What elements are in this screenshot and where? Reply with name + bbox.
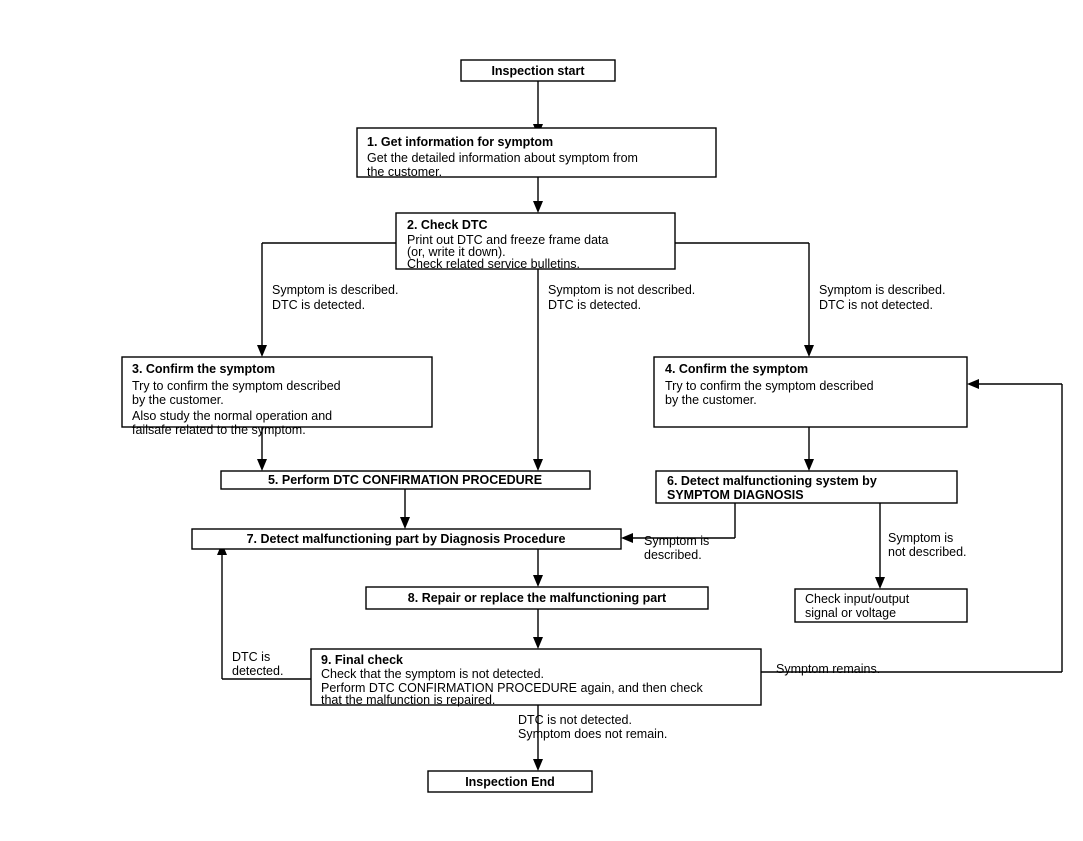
edge-label-symptom-described-line2: described. <box>644 548 702 562</box>
node-inspection-start-label: Inspection start <box>491 64 585 78</box>
node-step3-line-4: failsafe related to the symptom. <box>132 423 306 437</box>
arrowhead-step4-to-step6 <box>804 459 814 471</box>
node-step8-box <box>365 586 709 610</box>
arrowhead-step2-to-step4 <box>804 345 814 357</box>
node-step3-line-2: by the customer. <box>132 393 224 407</box>
node-step9-line-2: Perform DTC CONFIRMATION PROCEDURE again… <box>321 681 704 695</box>
node-step3-line-3: Also study the normal operation and <box>132 409 332 423</box>
edge-label-dtc-not-detected: DTC is not detected. Symptom does not re… <box>518 713 667 741</box>
edge-label-symptom-remains: Symptom remains. <box>776 662 880 676</box>
node-step2-line-3: Check related service bulletins. <box>407 257 580 271</box>
node-step5[interactable]: 5. Perform DTC CONFIRMATION PROCEDURE <box>220 470 591 490</box>
node-step7-box <box>191 528 622 550</box>
node-step9-box <box>310 648 762 706</box>
node-step9[interactable]: 9. Final check Check that the symptom is… <box>310 648 762 707</box>
node-step3-box <box>121 356 433 428</box>
arrowhead-step1-to-step2 <box>533 201 543 213</box>
node-step2-box <box>395 212 676 270</box>
node-inspection-end-box <box>427 770 593 793</box>
arrowhead-step6-to-step7 <box>621 533 633 543</box>
edge-label-dtc-detected: DTC is detected. <box>232 650 283 678</box>
arrowhead-step7-to-step8 <box>533 575 543 587</box>
node-step2-line-2: (or, write it down). <box>407 245 506 259</box>
node-step2[interactable]: 2. Check DTC Print out DTC and freeze fr… <box>395 212 676 271</box>
edge-label-branch-right-line2: DTC is not detected. <box>819 298 933 312</box>
edge-label-branch-left-line1: Symptom is described. <box>272 283 398 297</box>
node-check-input-output-line-2: signal or voltage <box>805 606 896 620</box>
node-step9-line-3: that the malfunction is repaired. <box>321 693 495 707</box>
node-inspection-start-box <box>460 59 616 82</box>
node-step4-box <box>653 356 968 428</box>
edge-label-dtc-not-detected-line1: DTC is not detected. <box>518 713 632 727</box>
node-check-input-output-line-1: Check input/output <box>805 592 910 606</box>
edge-label-branch-middle-line2: DTC is detected. <box>548 298 641 312</box>
node-step1[interactable]: 1. Get information for symptom Get the d… <box>356 127 717 179</box>
edge-label-symptom-remains-line1: Symptom remains. <box>776 662 880 676</box>
node-step4-line-1: Try to confirm the symptom described <box>665 379 874 393</box>
node-step2-line-1: Print out DTC and freeze frame data <box>407 233 609 247</box>
arrowhead-step9-to-step4 <box>967 379 979 389</box>
edge-label-dtc-detected-line2: detected. <box>232 664 283 678</box>
node-step9-title: 9. Final check <box>321 653 403 667</box>
node-step1-box <box>356 127 717 178</box>
node-step7-title: 7. Detect malfunctioning part by Diagnos… <box>247 532 566 546</box>
node-step5-box <box>220 470 591 490</box>
node-step2-title: 2. Check DTC <box>407 218 488 232</box>
node-inspection-end-label: Inspection End <box>465 775 555 789</box>
node-inspection-start[interactable]: Inspection start <box>460 59 616 82</box>
node-step6-title-line1: 6. Detect malfunctioning system by <box>667 474 877 488</box>
node-step1-line-1: Get the detailed information about sympt… <box>367 151 638 165</box>
node-step8-title: 8. Repair or replace the malfunctioning … <box>408 591 667 605</box>
edge-label-branch-left-line2: DTC is detected. <box>272 298 365 312</box>
node-step7[interactable]: 7. Detect malfunctioning part by Diagnos… <box>191 528 622 550</box>
node-step3-line-1: Try to confirm the symptom described <box>132 379 341 393</box>
arrowhead-step9-to-end <box>533 759 543 771</box>
node-step6-box <box>655 470 958 504</box>
edge-label-symptom-not-described: Symptom is not described. <box>888 531 967 559</box>
edge-label-branch-middle-line1: Symptom is not described. <box>548 283 695 297</box>
edge-label-branch-left: Symptom is described. DTC is detected. <box>272 283 398 312</box>
edge-label-dtc-not-detected-line2: Symptom does not remain. <box>518 727 667 741</box>
node-check-input-output-box <box>794 588 968 623</box>
node-step4[interactable]: 4. Confirm the symptom Try to confirm th… <box>653 356 968 428</box>
arrowhead-step6-to-checkio <box>875 577 885 589</box>
edge-label-branch-right: Symptom is described. DTC is not detecte… <box>819 283 945 312</box>
node-step6[interactable]: 6. Detect malfunctioning system by SYMPT… <box>655 470 958 504</box>
arrowhead-step2-to-step3 <box>257 345 267 357</box>
node-step4-title: 4. Confirm the symptom <box>665 362 808 376</box>
node-check-input-output[interactable]: Check input/output signal or voltage <box>794 588 968 623</box>
node-step4-line-2: by the customer. <box>665 393 757 407</box>
arrowhead-step8-to-step9 <box>533 637 543 649</box>
node-step9-line-1: Check that the symptom is not detected. <box>321 667 544 681</box>
node-step3[interactable]: 3. Confirm the symptom Try to confirm th… <box>121 356 433 437</box>
connectors <box>217 80 1063 771</box>
arrowhead-step5-to-step7 <box>400 517 410 529</box>
node-step5-title: 5. Perform DTC CONFIRMATION PROCEDURE <box>268 473 542 487</box>
edge-label-branch-right-line1: Symptom is described. <box>819 283 945 297</box>
node-inspection-end[interactable]: Inspection End <box>427 770 593 793</box>
edge-label-symptom-not-described-line2: not described. <box>888 545 967 559</box>
arrowhead-step3-to-step5 <box>257 459 267 471</box>
edge-label-branch-middle: Symptom is not described. DTC is detecte… <box>548 283 695 312</box>
edge-label-symptom-described: Symptom is described. <box>644 534 709 562</box>
node-step6-title-line2: SYMPTOM DIAGNOSIS <box>667 488 804 502</box>
node-step1-title: 1. Get information for symptom <box>367 135 553 149</box>
edge-label-symptom-not-described-line1: Symptom is <box>888 531 953 545</box>
edge-label-symptom-described-line1: Symptom is <box>644 534 709 548</box>
arrowhead-step2-to-step5 <box>533 459 543 471</box>
edge-label-dtc-detected-line1: DTC is <box>232 650 270 664</box>
node-step8[interactable]: 8. Repair or replace the malfunctioning … <box>365 586 709 610</box>
node-step3-title: 3. Confirm the symptom <box>132 362 275 376</box>
node-step1-line-2: the customer. <box>367 165 442 179</box>
